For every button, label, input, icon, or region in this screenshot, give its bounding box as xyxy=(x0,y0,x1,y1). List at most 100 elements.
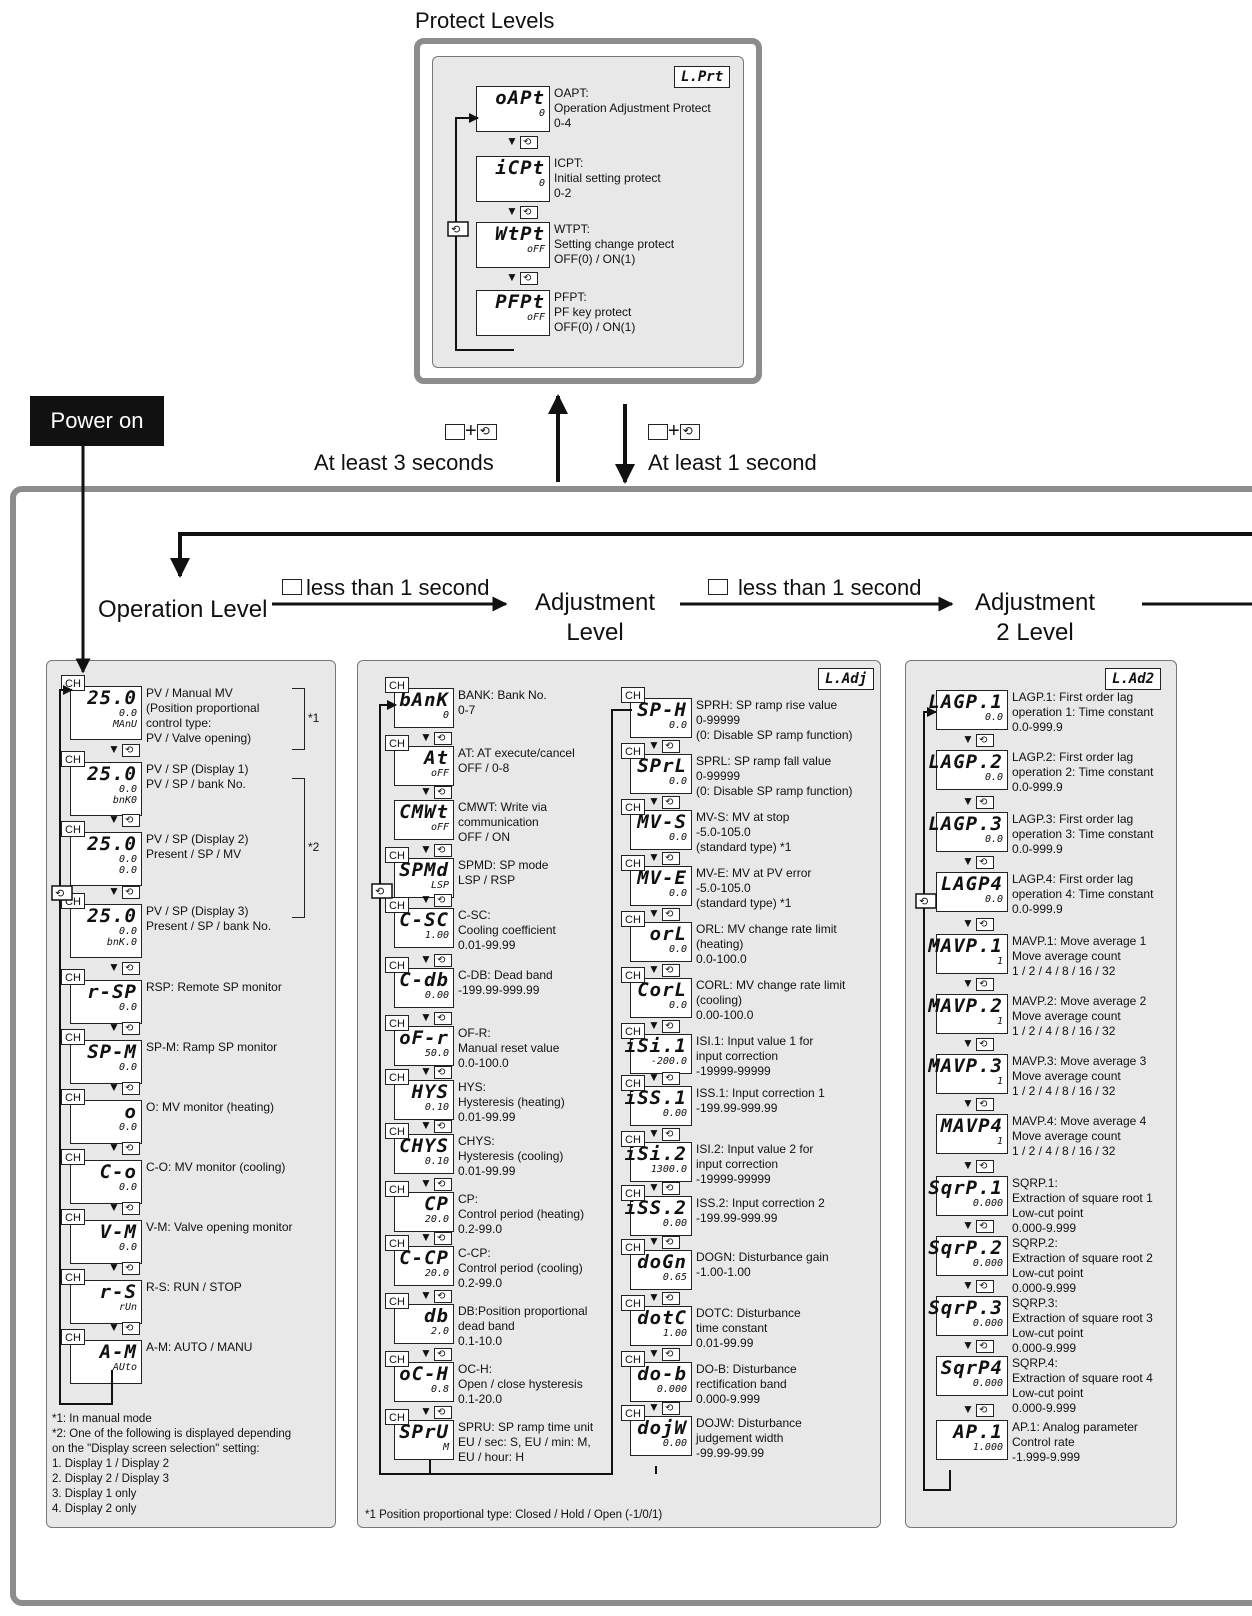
lcd-main-text: C-db xyxy=(399,969,449,991)
lcd-main-text: orL xyxy=(649,923,687,945)
mode-key-icon: ⟲ xyxy=(662,740,680,753)
down-arrow-icon: ▼ xyxy=(506,134,518,148)
ch-key-icon: CH xyxy=(385,847,409,863)
down-arrow-icon: ▼ xyxy=(420,784,432,798)
lcd-main-text: iSi.2 xyxy=(624,1143,687,1165)
mode-key-icon: ⟲ xyxy=(976,1220,994,1233)
down-arrow-icon: ▼ xyxy=(648,1070,660,1084)
down-arrow-icon: ▼ xyxy=(420,1064,432,1078)
mode-key-icon: ⟲ xyxy=(520,272,538,285)
adjustment2-level-tag: L.Ad2 xyxy=(1105,668,1162,690)
level-key-icon xyxy=(648,423,668,440)
parameter-description: AP.1: Analog parameter Control rate -1.9… xyxy=(1012,1420,1138,1464)
mode-key-icon: ⟲ xyxy=(662,1292,680,1305)
mode-key-icon: ⟲ xyxy=(662,1402,680,1415)
level-key-icon xyxy=(708,578,728,595)
parameter-description: MAVP.3: Move average 3 Move average coun… xyxy=(1012,1054,1147,1098)
lcd-main-text: SPrU xyxy=(399,1421,449,1443)
lcd-sub-text: 0.0 xyxy=(668,1000,687,1011)
lcd-main-text: CorL xyxy=(637,979,687,1001)
parameter-description: MAVP.1: Move average 1 Move average coun… xyxy=(1012,934,1147,978)
lcd-sub-text: 0.0 xyxy=(118,1122,137,1133)
ch-key-icon: CH xyxy=(621,967,645,983)
mode-key-icon: ⟲ xyxy=(976,1160,994,1173)
down-arrow-icon: ▼ xyxy=(962,854,974,868)
adjustment-level-title: Adjustment Level xyxy=(534,589,656,646)
lcd-main-text: r-S xyxy=(99,1281,137,1303)
lcd-sub2-text: 0.0 xyxy=(118,865,137,876)
down-arrow-icon: ▼ xyxy=(420,892,432,906)
mode-key-icon: ⟲ xyxy=(679,423,700,440)
lcd-main-text: LAGP.3 xyxy=(928,813,1003,835)
mode-key-icon: ⟲ xyxy=(976,796,994,809)
lcd-sub2-text: bnK.0 xyxy=(106,937,137,948)
down-arrow-icon: ▼ xyxy=(648,794,660,808)
mode-key-icon: ⟲ xyxy=(122,962,140,975)
mode-key-icon: ⟲ xyxy=(662,796,680,809)
parameter-description: AT: AT execute/cancel OFF / 0-8 xyxy=(458,746,575,775)
lcd-sub-text: 0.0 xyxy=(118,1242,137,1253)
lcd-main-text: 25.0 xyxy=(87,833,137,855)
svg-text:⟲: ⟲ xyxy=(451,223,460,236)
mode-key-icon: ⟲ xyxy=(520,136,538,149)
lcd-sub-text: 1300.0 xyxy=(650,1164,687,1175)
lcd-main-text: dojW xyxy=(637,1417,687,1439)
parameter-description: SQRP.1: Extraction of square root 1 Low-… xyxy=(1012,1176,1153,1235)
lcd-main-text: CMWt xyxy=(399,801,449,823)
parameter-description: C-CP: Control period (cooling) 0.2-99.0 xyxy=(458,1246,583,1290)
parameter-description: C-SC: Cooling coefficient 0.01-99.99 xyxy=(458,908,556,952)
lcd-sub-text: 1 xyxy=(996,1136,1003,1147)
parameter-description: A-M: AUTO / MANU xyxy=(146,1340,253,1354)
parameter-description: SPRU: SP ramp time unit EU / sec: S, EU … xyxy=(458,1420,594,1464)
down-arrow-icon: ▼ xyxy=(962,1218,974,1232)
lcd-sub-text: 0.10 xyxy=(424,1156,449,1167)
lcd-sub-text: 0 xyxy=(538,108,545,119)
mode-key-icon: ⟲ xyxy=(434,1120,452,1133)
lcd-main-text: r-SP xyxy=(87,981,137,1003)
ch-key-icon: CH xyxy=(621,687,645,703)
down-arrow-icon: ▼ xyxy=(108,1260,120,1274)
parameter-description: LAGP.3: First order lag operation 3: Tim… xyxy=(1012,812,1154,856)
parameter-description: MV-E: MV at PV error -5.0-105.0 (standar… xyxy=(696,866,812,910)
down-arrow-icon: ▼ xyxy=(648,1346,660,1360)
lcd-sub-text: 0.0 xyxy=(118,784,137,795)
lcd-main-text: MAVP.2 xyxy=(928,995,1003,1017)
op-to-adj-label: less than 1 second xyxy=(306,575,490,600)
mode-key-icon: ⟲ xyxy=(976,734,994,747)
parameter-description: R-S: RUN / STOP xyxy=(146,1280,242,1294)
lcd-main-text: iSS.1 xyxy=(624,1087,687,1109)
lcd-sub-text: 1 xyxy=(996,956,1003,967)
lcd-sub-text: 0.000 xyxy=(656,1384,687,1395)
lcd-main-text: 25.0 xyxy=(87,905,137,927)
mode-key-icon: ⟲ xyxy=(122,1322,140,1335)
parameter-description: HYS: Hysteresis (heating) 0.01-99.99 xyxy=(458,1080,565,1124)
ch-key-icon: CH xyxy=(621,1351,645,1367)
mode-key-icon: ⟲ xyxy=(976,1340,994,1353)
parameter-description: PV / SP (Display 3) Present / SP / bank … xyxy=(146,904,272,933)
mode-key-icon: ⟲ xyxy=(520,206,538,219)
ch-key-icon: CH xyxy=(621,1185,645,1201)
mode-key-icon: ⟲ xyxy=(662,1236,680,1249)
lcd-sub-text: 1.00 xyxy=(662,1328,687,1339)
lcd-main-text: HYS xyxy=(411,1081,449,1103)
ch-key-icon: CH xyxy=(61,1269,85,1285)
